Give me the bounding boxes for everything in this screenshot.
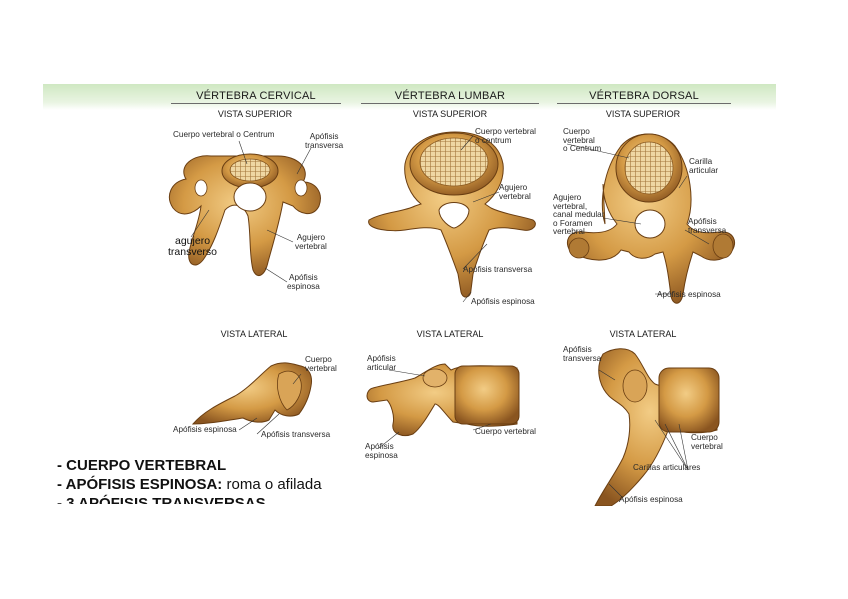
label-dorsal-apofisis-transversa: Apófisis transversa <box>688 218 726 235</box>
label-cervical-lat-apofisis-espinosa: Apófisis espinosa <box>173 426 237 435</box>
label-cervical-cuerpo: Cuerpo vertebral o Centrum <box>173 131 274 140</box>
label-dorsal-apofisis-espinosa: Apófisis espinosa <box>657 291 721 300</box>
note-apofisis-espinosa: - APÓFISIS ESPINOSA: roma o afilada <box>57 475 322 494</box>
label-dorsal-cuerpo: Cuerpo vertebral o Centrum <box>563 128 601 154</box>
label-cervical-lat-cuerpo: Cuerpo vertebral <box>305 356 337 373</box>
label-lumbar-lat-apofisis-espinosa: Apófisis espinosa <box>365 443 398 460</box>
lumbar-lateral-vertebra <box>367 364 519 436</box>
label-lumbar-apofisis-espinosa: Apófisis espinosa <box>471 298 535 307</box>
label-cervical-apofisis-transversa: Apófisis transversa <box>305 133 343 150</box>
cervical-lateral-vertebra <box>193 363 312 424</box>
label-dorsal-lat-cuerpo: Cuerpo vertebral <box>691 434 723 451</box>
label-lumbar-lat-cuerpo: Cuerpo vertebral <box>475 428 536 437</box>
label-lumbar-apofisis-transversa: Apófisis transversa <box>463 266 532 275</box>
label-lumbar-agujero-vertebral: Agujero vertebral <box>499 184 531 201</box>
label-agujero-transverso: agujero transverso <box>168 236 217 258</box>
vertebrae-figure: VÉRTEBRA CERVICAL VÉRTEBRA LUMBAR VÉRTEB… <box>43 84 776 506</box>
label-lumbar-cuerpo: Cuerpo vertebral o centrum <box>475 128 536 145</box>
label-dorsal-lat-carillas: Carillas articulares <box>633 464 700 473</box>
label-cervical-agujero-vertebral: Agujero vertebral <box>295 234 327 251</box>
label-lumbar-lat-apofisis-articular: Apófisis articular <box>367 355 396 372</box>
label-dorsal-agujero: Agujero vertebral, canal medular o Foram… <box>553 194 604 237</box>
dorsal-lateral-vertebra <box>595 349 719 506</box>
label-cervical-lat-apofisis-transversa: Apófisis transversa <box>261 431 330 440</box>
notes: - CUERPO VERTEBRAL - APÓFISIS ESPINOSA: … <box>57 456 322 504</box>
label-dorsal-lat-apofisis-transversa: Apófisis transversa <box>563 346 601 363</box>
label-dorsal-carilla-articular: Carilla articular <box>689 158 718 175</box>
note-cuerpo-vertebral: - CUERPO VERTEBRAL <box>57 456 322 475</box>
label-dorsal-lat-apofisis-espinosa: Apófisis espinosa <box>619 496 683 505</box>
note-apofisis-transversas: - 3 APÓFISIS TRANSVERSAS <box>57 494 322 504</box>
label-cervical-apofisis-espinosa: Apófisis espinosa <box>287 274 320 291</box>
